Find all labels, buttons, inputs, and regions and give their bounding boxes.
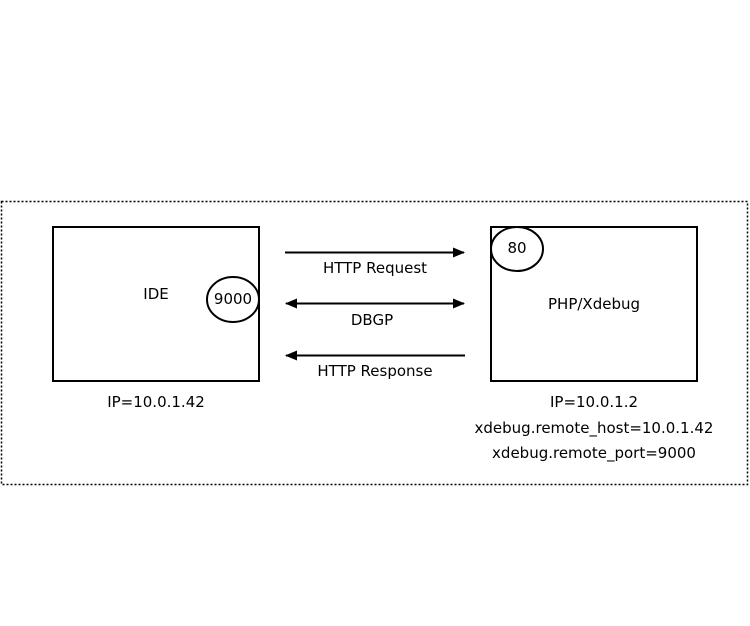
server-remote-port-label: xdebug.remote_port=9000 — [492, 444, 696, 463]
network-boundary — [0, 200, 749, 486]
http-response-connector: HTTP Response — [285, 350, 465, 380]
ide-ip-label: IP=10.0.1.42 — [107, 393, 205, 411]
ide-node: IDE 9000 IP=10.0.1.42 — [52, 226, 260, 411]
http-response-label: HTTP Response — [317, 362, 432, 380]
server-node: 80 PHP/Xdebug IP=10.0.1.2 xdebug.remote_… — [475, 226, 714, 463]
server-ip-label: IP=10.0.1.2 — [550, 393, 638, 411]
server-label: PHP/Xdebug — [548, 295, 640, 313]
server-port-circle — [490, 226, 544, 272]
ide-label: IDE — [143, 285, 168, 303]
http-request-label: HTTP Request — [323, 259, 427, 277]
dbgp-connector: DBGP — [285, 298, 465, 329]
ide-port-circle — [206, 276, 260, 323]
ide-port-label: 9000 — [214, 290, 252, 308]
http-request-connector: HTTP Request — [285, 247, 465, 277]
server-port-label: 80 — [507, 239, 526, 257]
dbgp-label: DBGP — [351, 311, 393, 329]
server-remote-host-label: xdebug.remote_host=10.0.1.42 — [475, 419, 714, 438]
